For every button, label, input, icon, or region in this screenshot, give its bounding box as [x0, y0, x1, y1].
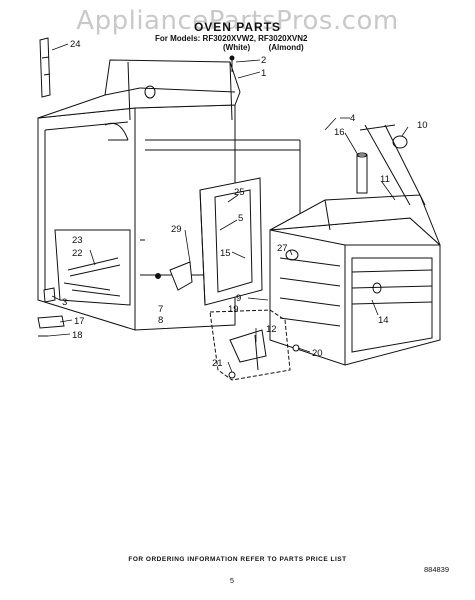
callout-8: 8 — [158, 315, 163, 326]
callout-12: 12 — [266, 324, 277, 335]
part-2-screw — [229, 55, 235, 72]
callout-10: 10 — [417, 120, 428, 131]
callout-29: 29 — [171, 224, 182, 235]
callout-25: 25 — [234, 187, 245, 198]
model-color-white: (White) — [223, 43, 251, 52]
callout-17: 17 — [74, 316, 85, 327]
callout-3: 3 — [62, 297, 67, 308]
callout-21: 21 — [212, 358, 223, 369]
document-number: 884839 — [424, 565, 450, 574]
callout-24: 24 — [70, 39, 81, 50]
callout-22: 22 — [72, 248, 83, 259]
model-colors: (White) (Almond) — [223, 43, 304, 52]
callout-labels: 24 2 1 10 4 16 11 25 5 29 23 22 15 27 3 … — [62, 39, 428, 369]
oven-liner — [269, 194, 441, 366]
ordering-note: FOR ORDERING INFORMATION REFER TO PARTS … — [128, 556, 347, 563]
page-number: 5 — [230, 578, 234, 585]
part-24-panel — [39, 37, 51, 98]
leader-lines — [47, 43, 409, 373]
callout-20: 20 — [312, 348, 323, 359]
callout-23: 23 — [72, 235, 83, 246]
watermark: AppliancePartsPros.com — [76, 6, 399, 36]
callout-15: 15 — [220, 248, 231, 259]
part-16-tube — [356, 152, 368, 194]
callout-4: 4 — [350, 113, 355, 124]
bracket-assembly — [209, 309, 300, 381]
callout-18: 18 — [72, 330, 83, 341]
page-title: OVEN PARTS — [193, 20, 282, 34]
parts-3-17-18 — [37, 287, 65, 337]
front-frame — [199, 177, 263, 306]
model-color-almond: (Almond) — [268, 43, 304, 52]
model-line: For Models: RF3020XVW2, RF3020XVN2 — [155, 34, 308, 43]
callout-2: 2 — [261, 55, 266, 66]
callout-14: 14 — [378, 315, 389, 326]
bottom-burner-panel — [54, 229, 131, 306]
callout-11: 11 — [380, 174, 390, 185]
callout-16: 16 — [334, 127, 345, 138]
parts-7-8 — [155, 261, 193, 291]
callout-1: 1 — [261, 68, 266, 79]
part-11-lines — [359, 124, 426, 206]
callout-27: 27 — [277, 243, 288, 254]
callout-7: 7 — [158, 304, 163, 315]
callout-5: 5 — [238, 213, 243, 224]
callout-9: 9 — [236, 293, 241, 304]
callout-19: 19 — [228, 304, 239, 315]
